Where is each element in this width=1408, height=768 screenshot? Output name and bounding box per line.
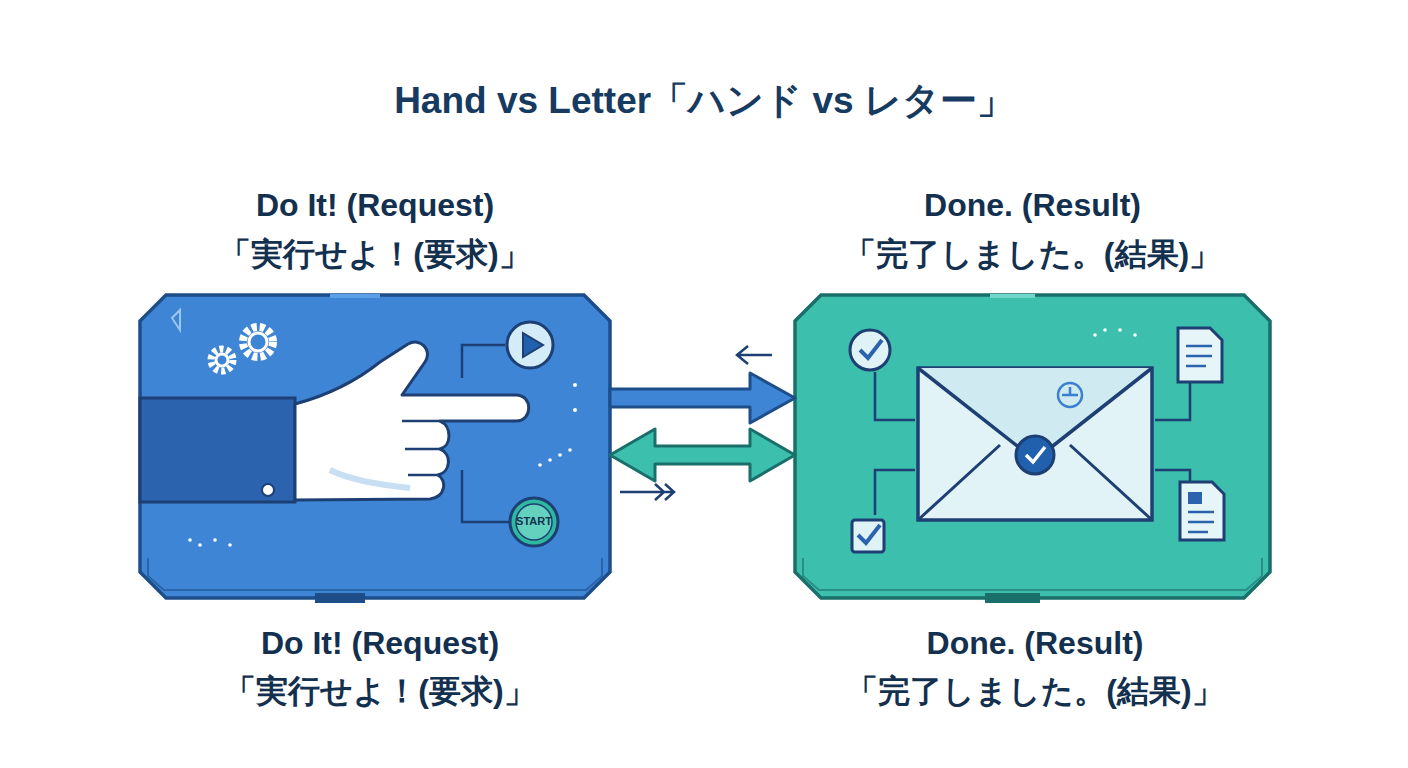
envelope-icon bbox=[1062, 387, 1078, 395]
button-label: START bbox=[234, 515, 834, 527]
check-icon bbox=[852, 520, 884, 552]
caption-label: 「完了しました。(結果)」 bbox=[735, 670, 1335, 714]
dots bbox=[1118, 328, 1122, 332]
dots bbox=[538, 463, 542, 467]
dots bbox=[1103, 328, 1107, 332]
check-icon bbox=[850, 330, 890, 370]
flow-arrow bbox=[610, 373, 795, 423]
dots bbox=[213, 538, 217, 542]
flow-arrow bbox=[610, 429, 795, 481]
envelope-icon bbox=[918, 368, 1152, 520]
dots bbox=[1093, 333, 1097, 337]
box-heading: Do It! (Request) bbox=[40, 187, 710, 224]
dots bbox=[548, 458, 552, 462]
box-decor bbox=[315, 593, 365, 603]
box-decor bbox=[990, 294, 1035, 298]
dots bbox=[573, 383, 577, 387]
box-inner-line bbox=[803, 558, 1262, 590]
box-outline bbox=[140, 295, 610, 598]
envelope-icon bbox=[1016, 436, 1054, 474]
envelope-icon bbox=[918, 368, 1152, 520]
hand-icon bbox=[262, 484, 274, 496]
envelope-icon bbox=[1026, 447, 1045, 462]
dots bbox=[568, 448, 572, 452]
thin-arrow bbox=[620, 484, 674, 500]
box-heading: 「実行せよ！(要求)」 bbox=[40, 233, 710, 277]
document-icon bbox=[1188, 512, 1214, 532]
box-heading: Done. (Result) bbox=[695, 187, 1370, 224]
document-icon bbox=[1188, 492, 1202, 504]
dots bbox=[228, 543, 232, 547]
check-icon bbox=[858, 525, 880, 543]
dots bbox=[198, 543, 202, 547]
box-decor bbox=[985, 593, 1040, 603]
document-icon bbox=[1178, 328, 1222, 382]
envelope-icon bbox=[1058, 383, 1082, 407]
dots bbox=[188, 538, 192, 542]
box-heading: 「完了しました。(結果)」 bbox=[695, 233, 1370, 277]
caption-label: 「実行せよ！(要求)」 bbox=[80, 670, 680, 714]
diagram-title: Hand vs Letter「ハンド vs レター」 bbox=[0, 76, 1408, 126]
dots bbox=[1133, 333, 1137, 337]
box-inner-line bbox=[148, 558, 602, 590]
document-icon bbox=[1186, 346, 1212, 366]
caption-label: Done. (Result) bbox=[735, 625, 1335, 662]
hand-icon bbox=[330, 470, 410, 488]
dots bbox=[573, 408, 577, 412]
hand-icon bbox=[140, 398, 295, 502]
document-icon bbox=[1180, 482, 1224, 540]
thin-arrow bbox=[737, 346, 772, 364]
check-icon bbox=[860, 340, 882, 358]
box-outline bbox=[795, 295, 1270, 598]
dots bbox=[558, 453, 562, 457]
play-button bbox=[523, 333, 543, 357]
hand-icon bbox=[402, 421, 440, 475]
play-button bbox=[507, 322, 553, 368]
caption-label: Do It! (Request) bbox=[80, 625, 680, 662]
box-decor bbox=[330, 294, 380, 298]
play-button bbox=[507, 322, 553, 368]
